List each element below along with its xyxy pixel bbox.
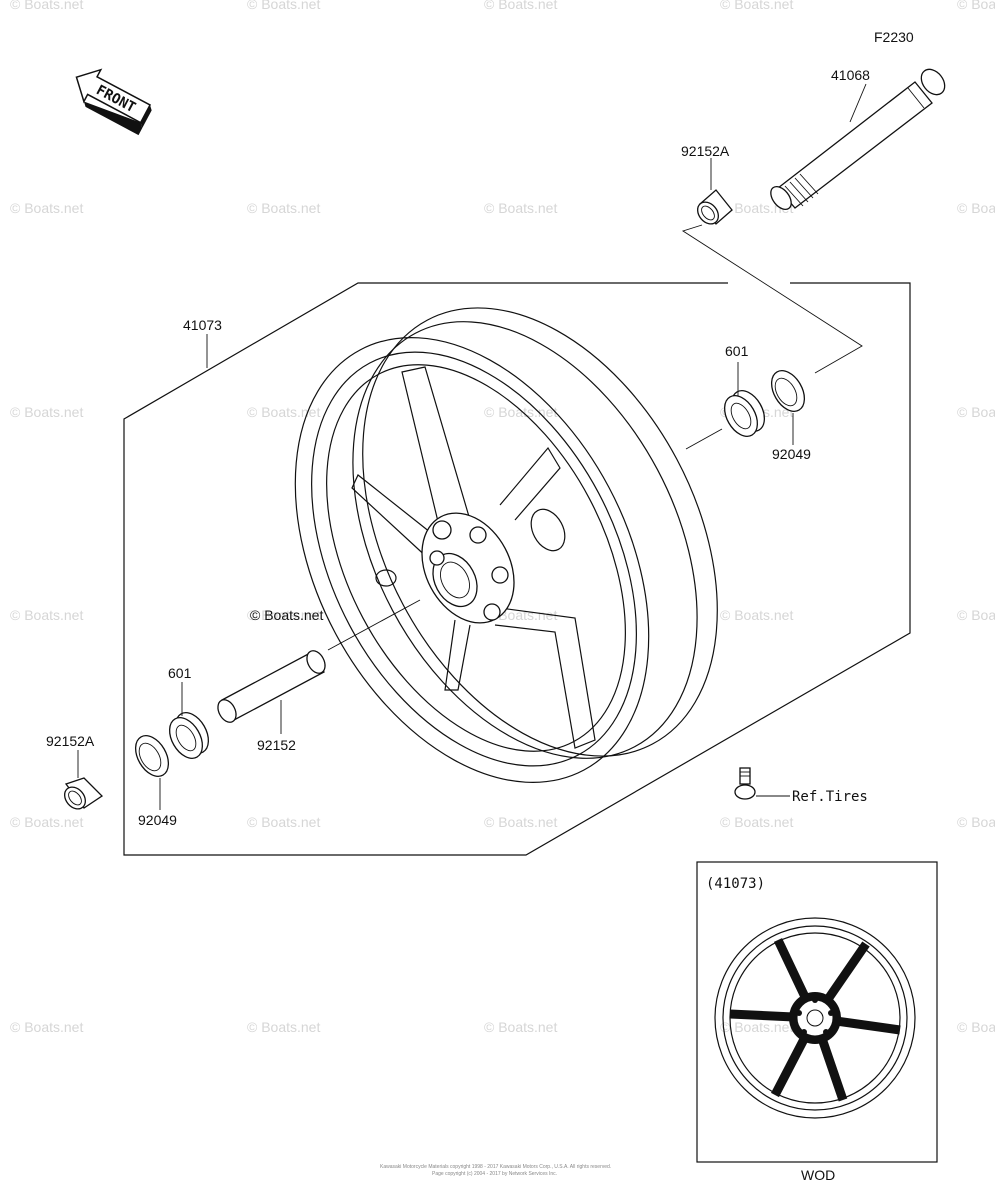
watermark-text: © Boats.net bbox=[720, 814, 793, 830]
watermark-text: © Boats.net bbox=[720, 1019, 793, 1035]
watermark-text: © Boats.net bbox=[957, 0, 995, 12]
collar-top-part bbox=[697, 189, 733, 225]
bearing-left-part bbox=[168, 712, 210, 759]
label-collar-top: 92152A bbox=[681, 143, 730, 159]
copyright-line-1: Kawasaki Motorcycle Materials copyright … bbox=[380, 1164, 611, 1170]
label-seal-left: 92049 bbox=[138, 812, 177, 828]
watermark-text: © Boats.net bbox=[484, 404, 557, 420]
copyright-line-2: Page copyright (c) 2004 - 2017 by Networ… bbox=[432, 1171, 557, 1177]
spacer-part bbox=[217, 650, 326, 723]
watermark-text: © Boats.net bbox=[957, 1019, 995, 1035]
watermark-text: © Boats.net bbox=[957, 814, 995, 830]
watermark-text: © Boats.net bbox=[720, 607, 793, 623]
watermark-text: © Boats.net bbox=[247, 1019, 320, 1035]
label-seal-right: 92049 bbox=[772, 446, 811, 462]
watermark-text: © Boats.net bbox=[484, 200, 557, 216]
label-collar-left: 92152A bbox=[46, 733, 95, 749]
axle-part bbox=[770, 68, 946, 211]
watermark-text: © Boats.net bbox=[10, 404, 83, 420]
watermark-text: © Boats.net bbox=[10, 0, 83, 12]
watermark-text: © Boats.net bbox=[957, 607, 995, 623]
assembly-boundary bbox=[123, 282, 911, 856]
label-bearing-right: 601 bbox=[725, 343, 749, 359]
axle-centerline bbox=[681, 224, 863, 374]
seal-right-part bbox=[770, 370, 806, 412]
valve-part bbox=[734, 767, 756, 800]
inset-box: (41073) WOD bbox=[696, 861, 938, 1183]
watermark-text: © Boats.net bbox=[247, 814, 320, 830]
watermark-text: © Boats.net bbox=[484, 0, 557, 12]
bearing-right-part bbox=[723, 390, 766, 437]
label-bearing-left: 601 bbox=[168, 665, 192, 681]
label-ref-tires: Ref.Tires bbox=[792, 789, 868, 805]
watermark-text: © Boats.net bbox=[10, 607, 83, 623]
inset-caption: WOD bbox=[801, 1167, 835, 1183]
watermark-text: © Boats.net bbox=[484, 1019, 557, 1035]
watermark-text: © Boats.net bbox=[484, 814, 557, 830]
watermark-text: © Boats.net bbox=[10, 1019, 83, 1035]
center-watermark: © Boats.net bbox=[250, 607, 323, 623]
inset-wheel-icon bbox=[714, 917, 916, 1119]
watermark-text: © Boats.net bbox=[247, 0, 320, 12]
collar-left-part bbox=[64, 777, 104, 810]
watermark-text: © Boats.net bbox=[10, 200, 83, 216]
inset-title: (41073) bbox=[706, 876, 765, 892]
label-spacer: 92152 bbox=[257, 737, 296, 753]
label-wheel: 41073 bbox=[183, 317, 222, 333]
watermark-text: © Boats.net bbox=[247, 404, 320, 420]
watermark-text: © Boats.net bbox=[10, 814, 83, 830]
watermark-text: © Boats.net bbox=[957, 200, 995, 216]
wheel-part bbox=[294, 307, 718, 783]
watermark-text: © Boats.net bbox=[247, 607, 320, 623]
watermark-text: © Boats.net bbox=[720, 0, 793, 12]
front-arrow-icon: FRONT bbox=[75, 68, 152, 136]
seal-left-part bbox=[134, 735, 170, 777]
watermark-text: © Boats.net bbox=[247, 200, 320, 216]
diagram-code: F2230 bbox=[874, 29, 914, 45]
label-axle: 41068 bbox=[831, 67, 870, 83]
watermark-text: © Boats.net bbox=[957, 404, 995, 420]
